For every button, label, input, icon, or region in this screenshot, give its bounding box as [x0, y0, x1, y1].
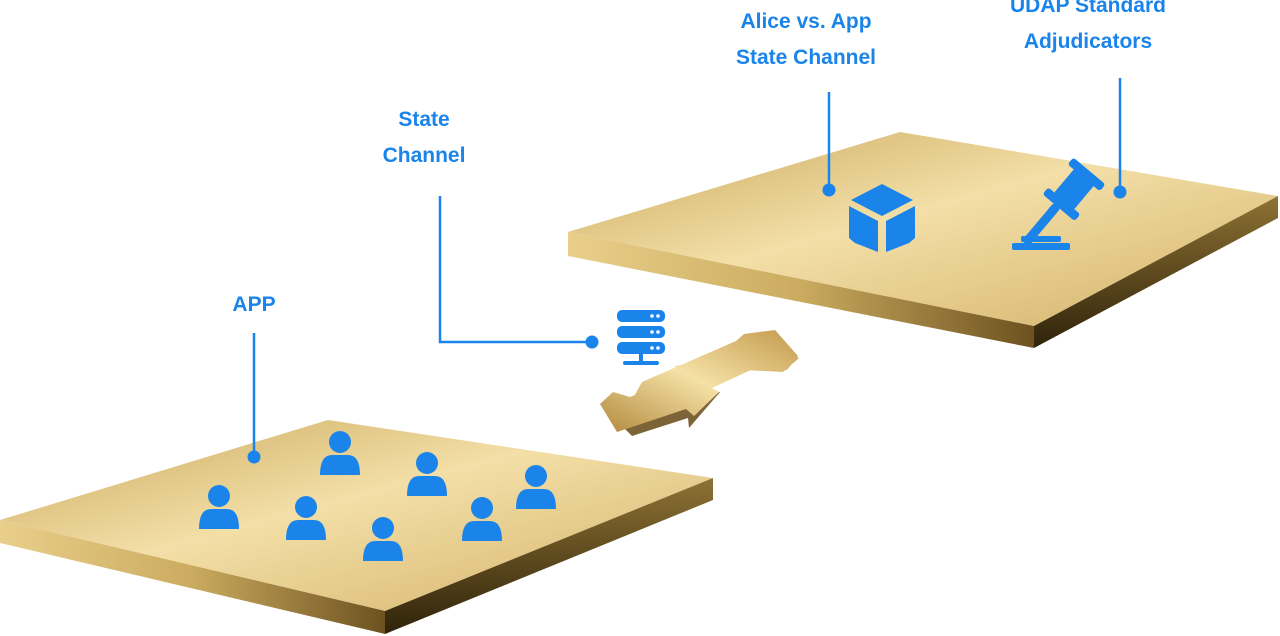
state-channel-label: State Channel — [354, 102, 494, 174]
alice-leader-dot — [822, 183, 836, 197]
user-icons — [199, 431, 556, 561]
app-platform — [0, 420, 713, 634]
leader-dots — [247, 183, 1127, 464]
alice-channel-label: Alice vs. App State Channel — [706, 4, 906, 76]
adjudication-platform — [568, 132, 1278, 348]
udap-label-line-1: UDAP Standard — [1010, 0, 1166, 17]
udap-leader-dot — [1113, 185, 1127, 199]
user-icon — [462, 497, 502, 541]
user-icon — [407, 452, 447, 496]
leader-lines — [252, 78, 1122, 457]
user-icon — [363, 517, 403, 561]
gavel-icon — [1012, 158, 1105, 250]
alice-channel-label-line-1: Alice vs. App — [740, 10, 872, 33]
user-icon — [320, 431, 360, 475]
user-icon — [286, 496, 326, 540]
app-label-text: APP — [232, 293, 276, 316]
cube-icon — [849, 184, 915, 252]
double-arrow — [600, 330, 799, 436]
udap-label-line-2: Adjudicators — [1023, 30, 1153, 53]
state-channel-leader-line — [438, 196, 592, 344]
app-label: APP — [194, 287, 314, 323]
user-icon — [516, 465, 556, 509]
state-channel-label-line-1: State — [398, 108, 450, 131]
server-icon — [617, 310, 665, 365]
app-leader-dot — [247, 450, 261, 464]
udap-label: UDAP Standard Adjudicators — [988, 0, 1188, 60]
alice-channel-label-line-2: State Channel — [735, 46, 877, 69]
user-icon — [199, 485, 239, 529]
state-channel-label-line-2: Channel — [382, 144, 466, 167]
state-channel-leader-dot — [585, 335, 599, 349]
